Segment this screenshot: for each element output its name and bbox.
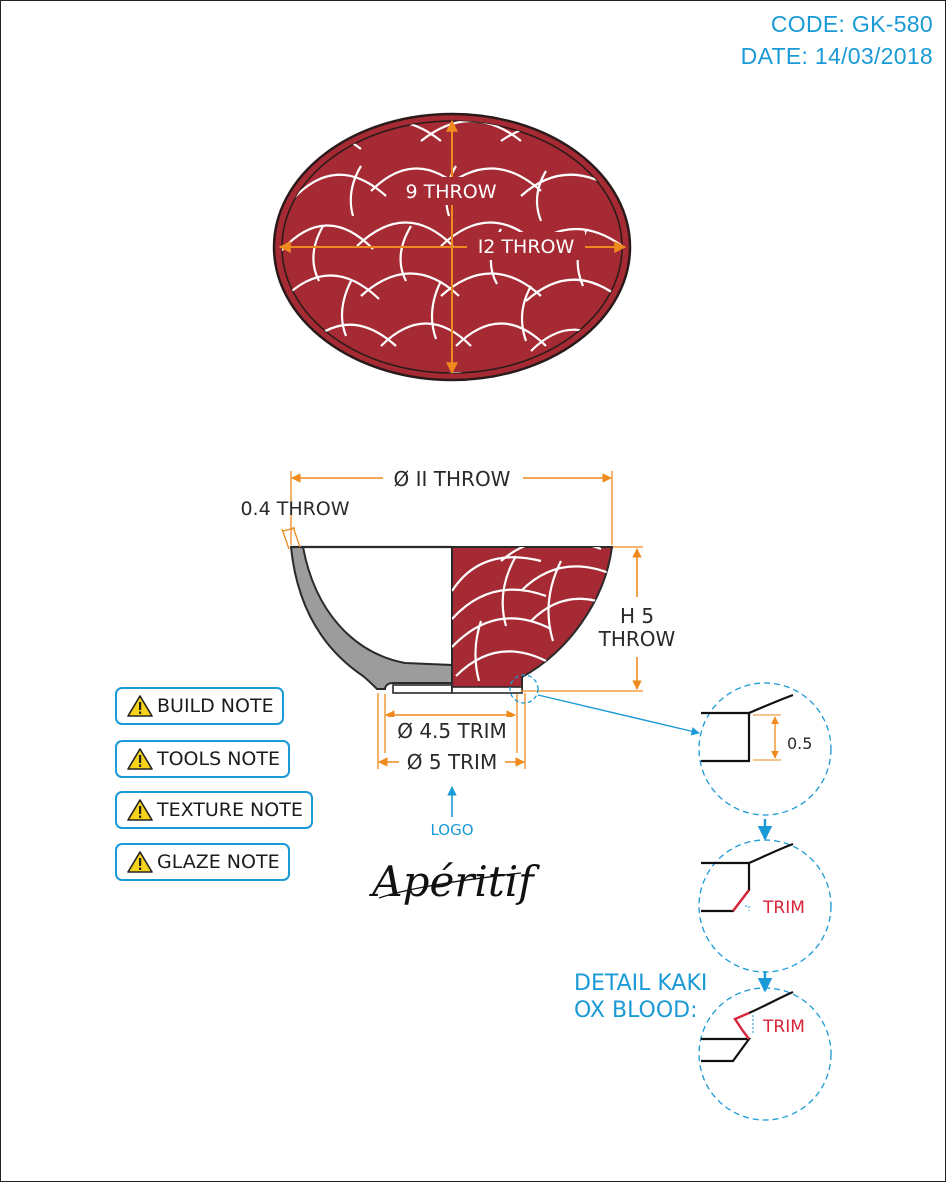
- build-note-button[interactable]: BUILD NOTE: [115, 687, 284, 725]
- bowl-wall-section: [289, 546, 453, 690]
- texture-note-button[interactable]: TEXTURE NOTE: [115, 791, 313, 829]
- width-label: 9 THROW: [406, 181, 497, 203]
- foot-inner-diameter-label: Ø 4.5 TRIM: [397, 719, 507, 743]
- detail-step-3: TRIM: [698, 987, 832, 1121]
- drawing-date: DATE: 14/03/2018: [740, 43, 933, 69]
- logo-block: LOGO Apéritif: [368, 786, 540, 906]
- build-note-label: BUILD NOTE: [157, 695, 274, 717]
- wall-thickness-label: 0.4 THROW: [240, 498, 349, 520]
- rim-diameter-label: Ø II THROW: [394, 467, 511, 491]
- bowl-scale-pattern: [452, 547, 612, 682]
- detail-leader-line: [537, 694, 700, 736]
- foot-ring-section: [392, 684, 453, 694]
- glaze-note-label: GLAZE NOTE: [157, 851, 280, 873]
- warning-icon: [127, 695, 153, 717]
- length-label: I2 THROW: [478, 236, 575, 258]
- warning-icon: [127, 799, 153, 821]
- detail-step3-trim-label: TRIM: [762, 1017, 805, 1037]
- product-code: CODE: GK-580: [770, 11, 933, 37]
- top-view: 9 THROW I2 THROW: [272, 112, 632, 382]
- glaze-note-button[interactable]: GLAZE NOTE: [115, 843, 290, 881]
- detail-callout-circle: [509, 674, 539, 704]
- warning-icon: [127, 851, 153, 873]
- height-label-line1: H 5: [620, 604, 654, 628]
- detail-step2-trim-label: TRIM: [762, 898, 805, 918]
- side-view: Ø II THROW 0.4 THROW H 5 THROW Ø 4.5 TRI…: [240, 467, 700, 774]
- logo-pointer-label: LOGO: [430, 821, 473, 839]
- detail-step-1: 0.5: [698, 682, 832, 816]
- warning-icon: [127, 748, 153, 770]
- detail-step-2: TRIM: [698, 839, 832, 973]
- detail-step1-dimension: 0.5: [787, 734, 812, 753]
- detail-caption-line1: DETAIL KAKI: [574, 971, 707, 996]
- height-label-line2: THROW: [598, 627, 676, 651]
- texture-note-label: TEXTURE NOTE: [157, 799, 303, 821]
- tools-note-label: TOOLS NOTE: [157, 748, 280, 770]
- tools-note-button[interactable]: TOOLS NOTE: [115, 740, 290, 778]
- detail-caption-line2: OX BLOOD:: [574, 998, 698, 1023]
- foot-outer-diameter-label: Ø 5 TRIM: [407, 750, 497, 774]
